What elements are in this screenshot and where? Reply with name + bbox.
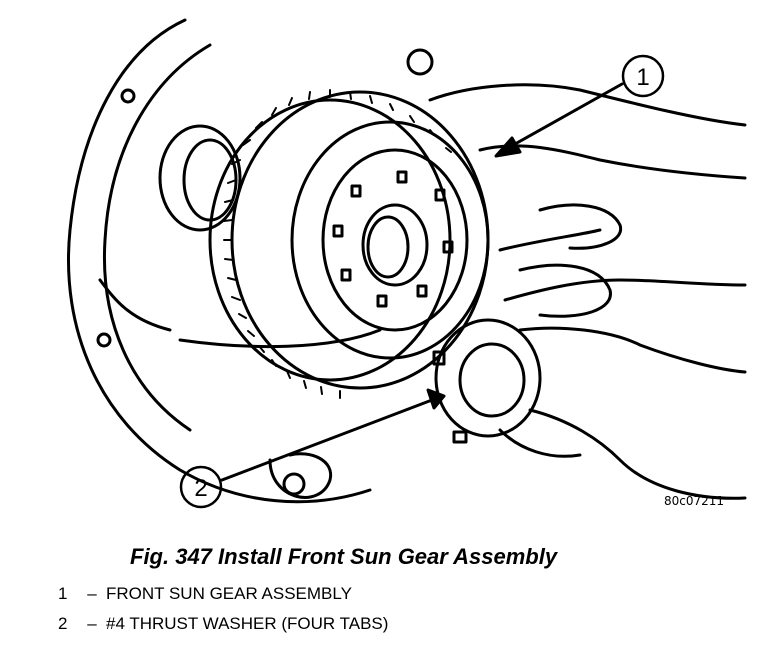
bolt-hole — [96, 332, 112, 348]
figure-caption: Fig. 347 Install Front Sun Gear Assembly — [130, 544, 558, 569]
thumb — [518, 263, 612, 318]
bolt-hole — [406, 48, 434, 76]
legend-number: 2 — [58, 614, 68, 633]
case-bore-inner — [182, 138, 238, 222]
case-flange — [98, 278, 382, 349]
callout-number-2: 2 — [194, 475, 207, 502]
thrust-washer-bore — [458, 342, 526, 418]
gear-slot — [434, 188, 446, 202]
legend-number: 1 — [58, 584, 68, 603]
washer-tab — [432, 350, 446, 366]
gear-face — [290, 120, 490, 360]
callout-number-1: 1 — [636, 64, 649, 91]
gear-slot — [350, 184, 362, 198]
upper-fingers — [498, 228, 747, 302]
gear-slot — [396, 170, 408, 184]
legend-text: #4 THRUST WASHER (FOUR TABS) — [106, 614, 389, 633]
figure-code: 80c07211 — [664, 494, 725, 508]
callout-circle-1 — [621, 54, 665, 98]
lower-hand — [498, 326, 747, 500]
legend-text: FRONT SUN GEAR ASSEMBLY — [106, 584, 352, 603]
legend-item: 2–#4 THRUST WASHER (FOUR TABS) — [58, 614, 388, 634]
case-bore — [158, 124, 242, 232]
washer-tab — [452, 430, 468, 444]
arrowhead-2 — [426, 388, 446, 410]
gear-hub — [361, 203, 429, 287]
leader-line-2 — [220, 398, 434, 482]
technical-illustration: 1 2 — [67, 18, 747, 509]
legend-item: 1–FRONT SUN GEAR ASSEMBLY — [58, 584, 352, 604]
legend-dash: – — [87, 584, 97, 603]
gear-slot — [442, 240, 454, 254]
leader-line-1 — [506, 82, 624, 150]
gear-slot — [416, 284, 428, 298]
gear-hub-bore — [366, 215, 410, 279]
gear-teeth — [223, 89, 452, 399]
gear-outer-back — [208, 98, 452, 382]
gear-face-inner — [321, 148, 469, 332]
callout-circle-2 — [179, 465, 223, 509]
legend-dash: – — [87, 614, 97, 633]
gear-slot — [340, 268, 352, 282]
arrowhead-1 — [494, 136, 522, 158]
gear-slot — [376, 294, 388, 308]
case-outline — [67, 18, 372, 504]
case-inner-rim — [102, 43, 212, 432]
bolt-hole — [120, 88, 136, 104]
gear-slot — [332, 224, 344, 238]
case-boss — [268, 452, 333, 499]
upper-hand — [428, 83, 747, 250]
thrust-washer — [434, 318, 542, 438]
